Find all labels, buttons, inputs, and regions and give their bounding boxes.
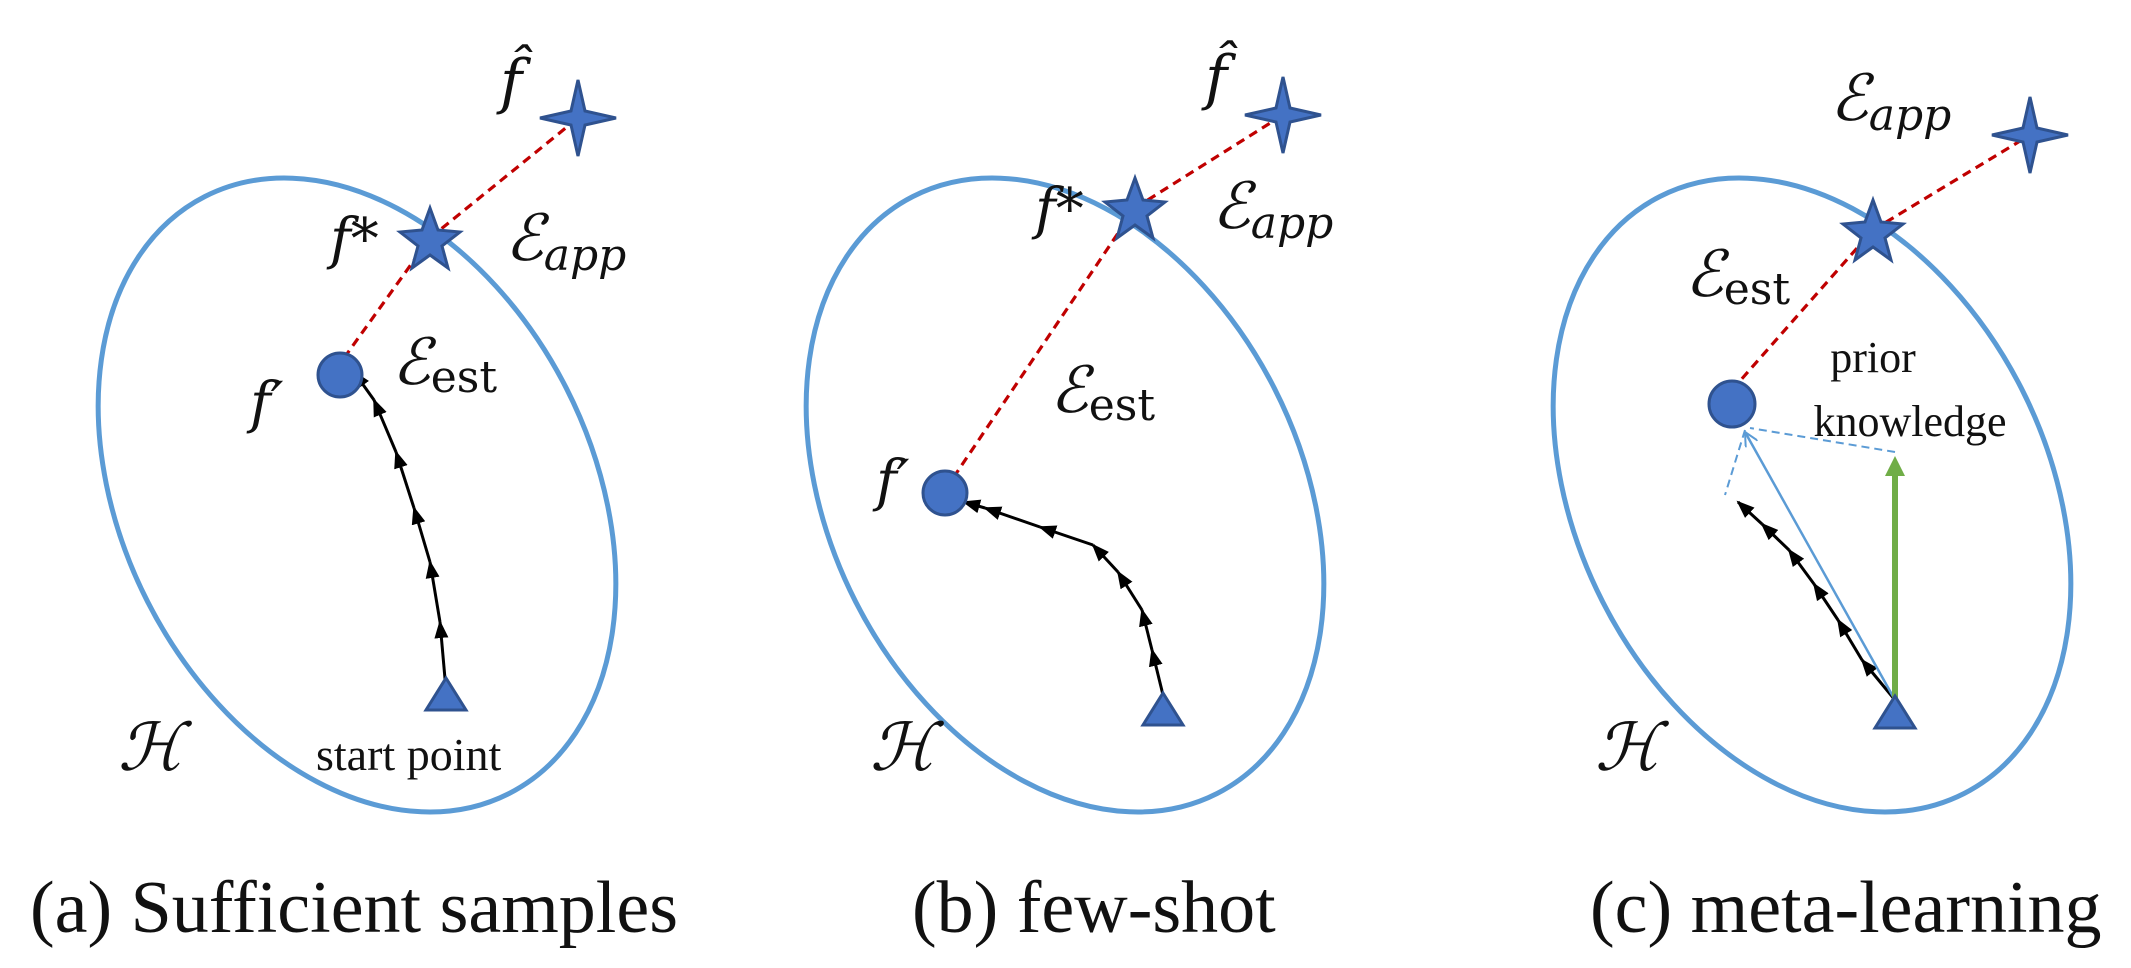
- estimation-error-label: ℰest: [392, 326, 497, 403]
- f-star-label: f*: [326, 207, 379, 272]
- approximation-error-label: ℰapp: [1830, 62, 1951, 141]
- start-point-triangle: [1140, 690, 1186, 727]
- start-point-triangle: [423, 675, 469, 712]
- panel-a: f̂ f* f′ ℰapp ℰest ℋ start point (a) Suf…: [30, 44, 678, 949]
- f-hat-label: f̂: [1201, 40, 1238, 113]
- approximation-error-line: [1872, 133, 2031, 232]
- learning-path: [352, 370, 449, 691]
- learning-path: [1736, 500, 1897, 701]
- f-hat-node: [539, 79, 617, 157]
- estimation-error-line: [1730, 228, 1875, 392]
- f-hat-label: f̂: [496, 44, 533, 117]
- hypothesis-space-ellipse: [803, 175, 1327, 815]
- learning-path: [962, 499, 1165, 696]
- f-star-node: [1839, 195, 1907, 264]
- estimation-error-line: [943, 207, 1137, 491]
- approximation-error-line: [428, 116, 580, 240]
- hypothesis-space-ellipse: [95, 175, 619, 815]
- f-hat-node: [1991, 96, 2069, 174]
- f-prime-node: [1707, 379, 1757, 429]
- hypothesis-space-label: ℋ: [1595, 709, 1670, 786]
- prior-knowledge-label-line2: knowledge: [1813, 397, 2006, 446]
- estimation-error-label: ℰest: [1050, 354, 1155, 431]
- start-point-triangle: [1872, 693, 1918, 730]
- hypothesis-space-ellipse: [1550, 175, 2074, 815]
- hypothesis-space-label: ℋ: [118, 709, 193, 786]
- start-point-label: start point: [316, 729, 501, 780]
- f-prime-node: [921, 469, 969, 517]
- f-prime-label: f′: [246, 371, 284, 436]
- caption-c: (c) meta-learning: [1590, 867, 2102, 949]
- f-hat-node: [1244, 76, 1322, 154]
- f-prime-node: [316, 351, 364, 399]
- f-star-label: f*: [1031, 177, 1084, 242]
- approximation-error-line: [1134, 113, 1284, 210]
- approximation-error-label: ℰapp: [505, 202, 626, 281]
- f-star-node: [1101, 173, 1169, 242]
- f-prime-label: f′: [872, 449, 910, 514]
- estimation-error-label: ℰest: [1685, 238, 1790, 315]
- caption-b: (b) few-shot: [912, 867, 1276, 949]
- f-star-node: [396, 203, 464, 272]
- panel-c: ℰapp ℰest prior knowledge ℋ (c) meta-lea…: [1550, 62, 2102, 949]
- caption-a: (a) Sufficient samples: [30, 867, 678, 949]
- prior-knowledge-label-line1: prior: [1830, 333, 1916, 382]
- prior-guided-path: [1724, 427, 1897, 701]
- hypothesis-space-label: ℋ: [870, 709, 945, 786]
- panel-b: f̂ f* f′ ℰapp ℰest ℋ (b) few-shot: [803, 40, 1333, 949]
- approximation-error-label: ℰapp: [1212, 170, 1333, 249]
